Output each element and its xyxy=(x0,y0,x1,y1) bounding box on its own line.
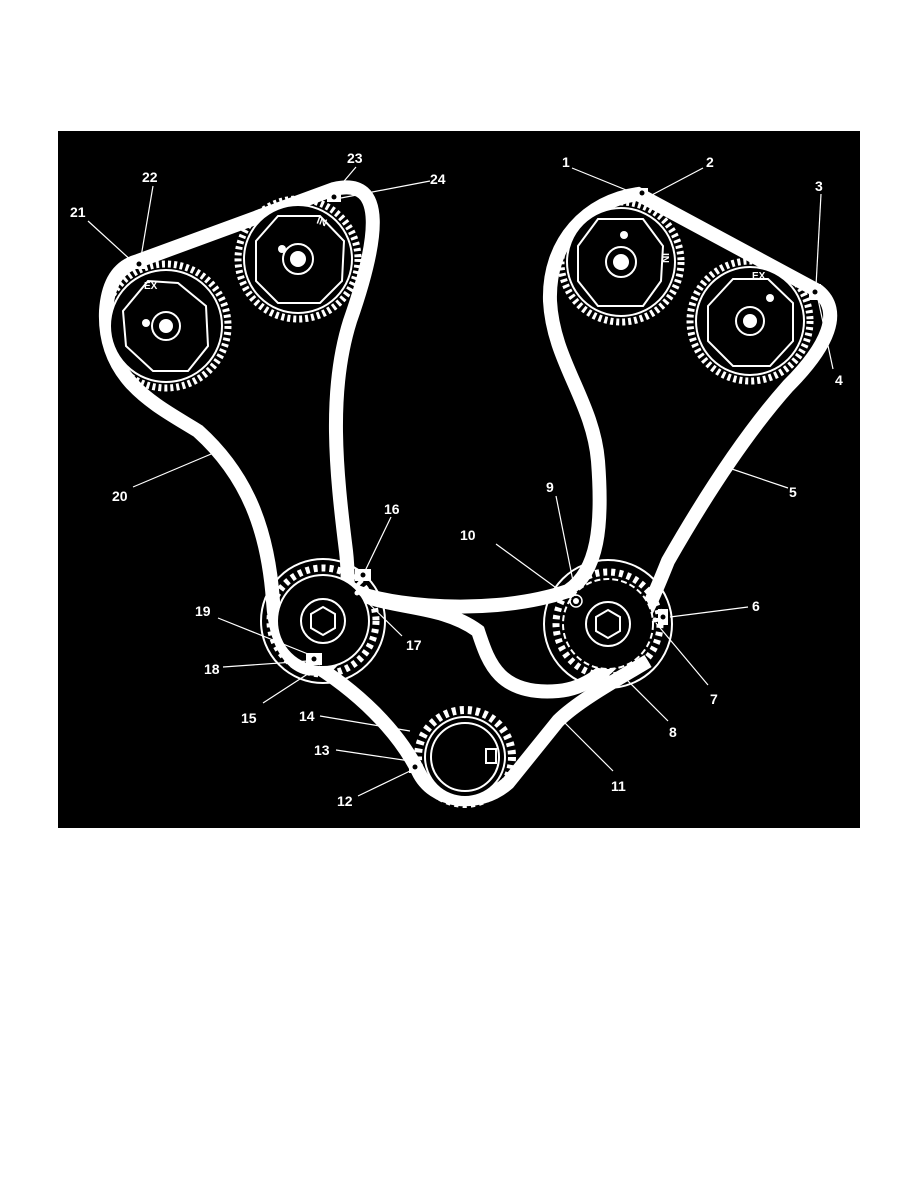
callout-3: 3 xyxy=(815,178,823,194)
callout-18: 18 xyxy=(204,661,220,677)
callout-1: 1 xyxy=(562,154,570,170)
crankshaft-sprocket xyxy=(414,706,516,808)
callout-5: 5 xyxy=(789,484,797,500)
callout-23: 23 xyxy=(347,150,363,166)
callout-24: 24 xyxy=(430,171,446,187)
callout-15: 15 xyxy=(241,710,257,726)
callout-20: 20 xyxy=(112,488,128,504)
right-exhaust-cam-sprocket: EX xyxy=(686,257,814,385)
left-intake-cam-sprocket: IN xyxy=(234,195,362,323)
callout-14: 14 xyxy=(299,708,315,724)
callout-2: 2 xyxy=(706,154,714,170)
callout-21: 21 xyxy=(70,204,86,220)
left-exhaust-cam-sprocket: EX xyxy=(100,260,232,392)
left-intermediate-sprocket xyxy=(260,558,386,684)
callout-22: 22 xyxy=(142,169,158,185)
leader-lines xyxy=(87,166,834,797)
right-bank-chain xyxy=(342,186,838,699)
right-exhaust-label: EX xyxy=(752,271,766,282)
callouts: 1 2 3 4 5 6 7 8 9 10 11 12 13 14 15 16 1… xyxy=(70,150,843,809)
diagram-canvas: EX IN IN EX xyxy=(70,150,843,809)
callout-16: 16 xyxy=(384,501,400,517)
callout-12: 12 xyxy=(337,793,353,809)
callout-13: 13 xyxy=(314,742,330,758)
right-intermediate-sprocket xyxy=(543,559,673,689)
right-intake-cam-sprocket: IN xyxy=(557,198,685,326)
callout-9: 9 xyxy=(546,479,554,495)
callout-19: 19 xyxy=(195,603,211,619)
callout-11: 11 xyxy=(611,778,626,794)
callout-17: 17 xyxy=(406,637,422,653)
callout-10: 10 xyxy=(460,527,476,543)
callout-6: 6 xyxy=(752,598,760,614)
left-exhaust-label: EX xyxy=(144,281,158,292)
callout-7: 7 xyxy=(710,691,718,707)
right-intake-label: IN xyxy=(659,253,670,263)
timing-chain-diagram: EX IN IN EX xyxy=(58,131,860,828)
callout-8: 8 xyxy=(669,724,677,740)
left-intake-label: IN xyxy=(315,215,328,229)
callout-4: 4 xyxy=(835,372,843,388)
timing-marks xyxy=(131,188,821,773)
primary-chain xyxy=(304,654,652,807)
